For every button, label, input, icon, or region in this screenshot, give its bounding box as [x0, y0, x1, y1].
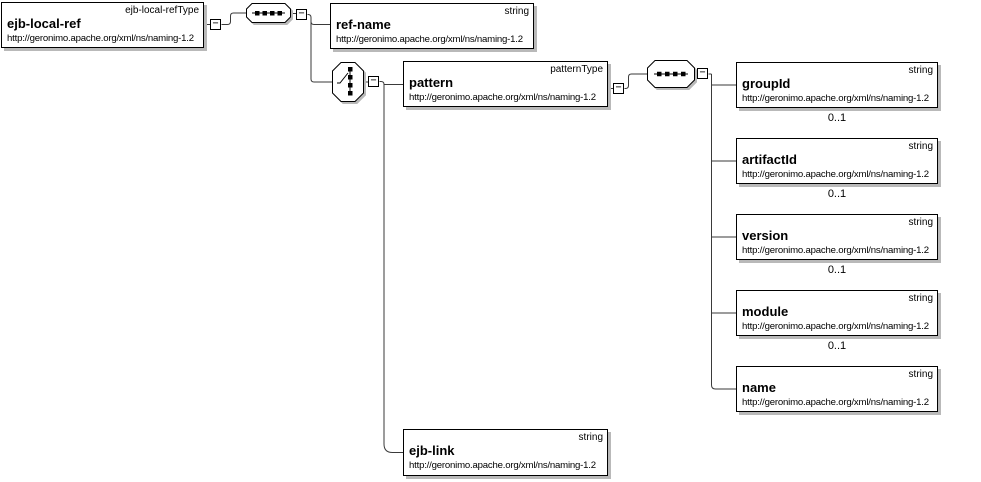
collapse-toggle-button[interactable]: − — [210, 19, 221, 30]
connector-line — [383, 84, 403, 453]
element-box-pattern[interactable]: patternType pattern http://geronimo.apac… — [403, 61, 608, 107]
collapse-toggle-button[interactable]: − — [613, 83, 624, 94]
element-box-ejb-local-ref[interactable]: ejb-local-refType ejb-local-ref http://g… — [1, 2, 204, 48]
choice-compositor-icon[interactable] — [332, 62, 364, 102]
connector-line — [221, 12, 246, 25]
type-label: string — [908, 217, 933, 228]
type-label: string — [504, 6, 529, 17]
element-box-artifactId[interactable]: string artifactId http://geronimo.apache… — [736, 138, 938, 184]
element-name: version — [742, 228, 789, 243]
occurrence-label: 0..1 — [827, 264, 847, 276]
occurrence-label: 0..1 — [827, 340, 847, 352]
collapse-toggle-button[interactable]: − — [296, 9, 307, 20]
element-box-name[interactable]: string name http://geronimo.apache.org/x… — [736, 366, 938, 412]
collapse-toggle-button[interactable]: − — [368, 76, 379, 87]
type-label: patternType — [550, 64, 603, 75]
element-box-version[interactable]: string version http://geronimo.apache.or… — [736, 214, 938, 260]
element-namespace: http://geronimo.apache.org/xml/ns/naming… — [742, 397, 929, 408]
collapse-toggle-button[interactable]: − — [697, 68, 708, 79]
element-name: artifactId — [742, 152, 797, 167]
element-name: groupId — [742, 76, 791, 91]
occurrence-label: 0..1 — [827, 112, 847, 124]
element-namespace: http://geronimo.apache.org/xml/ns/naming… — [742, 93, 929, 104]
type-label: string — [908, 293, 933, 304]
occurrence-label: 0..1 — [827, 188, 847, 200]
element-box-ref-name[interactable]: string ref-name http://geronimo.apache.o… — [330, 3, 534, 49]
element-namespace: http://geronimo.apache.org/xml/ns/naming… — [409, 92, 596, 103]
connector-line — [310, 20, 332, 83]
element-namespace: http://geronimo.apache.org/xml/ns/naming… — [409, 460, 596, 471]
type-label: string — [908, 65, 933, 76]
element-namespace: http://geronimo.apache.org/xml/ns/naming… — [742, 245, 929, 256]
element-namespace: http://geronimo.apache.org/xml/ns/naming… — [7, 33, 194, 44]
type-label: string — [908, 369, 933, 380]
connector-line — [307, 14, 330, 25]
element-name: pattern — [409, 75, 454, 90]
type-label: string — [578, 432, 603, 443]
element-name: module — [742, 304, 789, 319]
element-namespace: http://geronimo.apache.org/xml/ns/naming… — [336, 34, 523, 45]
element-name: name — [742, 380, 776, 395]
element-namespace: http://geronimo.apache.org/xml/ns/naming… — [742, 169, 929, 180]
element-name: ejb-link — [409, 443, 455, 458]
sequence-compositor-icon[interactable] — [246, 3, 291, 23]
connector-line — [624, 73, 647, 89]
element-name: ejb-local-ref — [7, 16, 81, 31]
connector-line — [711, 74, 736, 390]
element-box-groupId[interactable]: string groupId http://geronimo.apache.or… — [736, 62, 938, 108]
element-namespace: http://geronimo.apache.org/xml/ns/naming… — [742, 321, 929, 332]
element-box-module[interactable]: string module http://geronimo.apache.org… — [736, 290, 938, 336]
sequence-compositor-icon[interactable] — [647, 60, 695, 88]
element-box-ejb-link[interactable]: string ejb-link http://geronimo.apache.o… — [403, 429, 608, 476]
element-name: ref-name — [336, 17, 391, 32]
type-label: ejb-local-refType — [125, 5, 199, 16]
connector-line — [379, 81, 403, 85]
type-label: string — [908, 141, 933, 152]
